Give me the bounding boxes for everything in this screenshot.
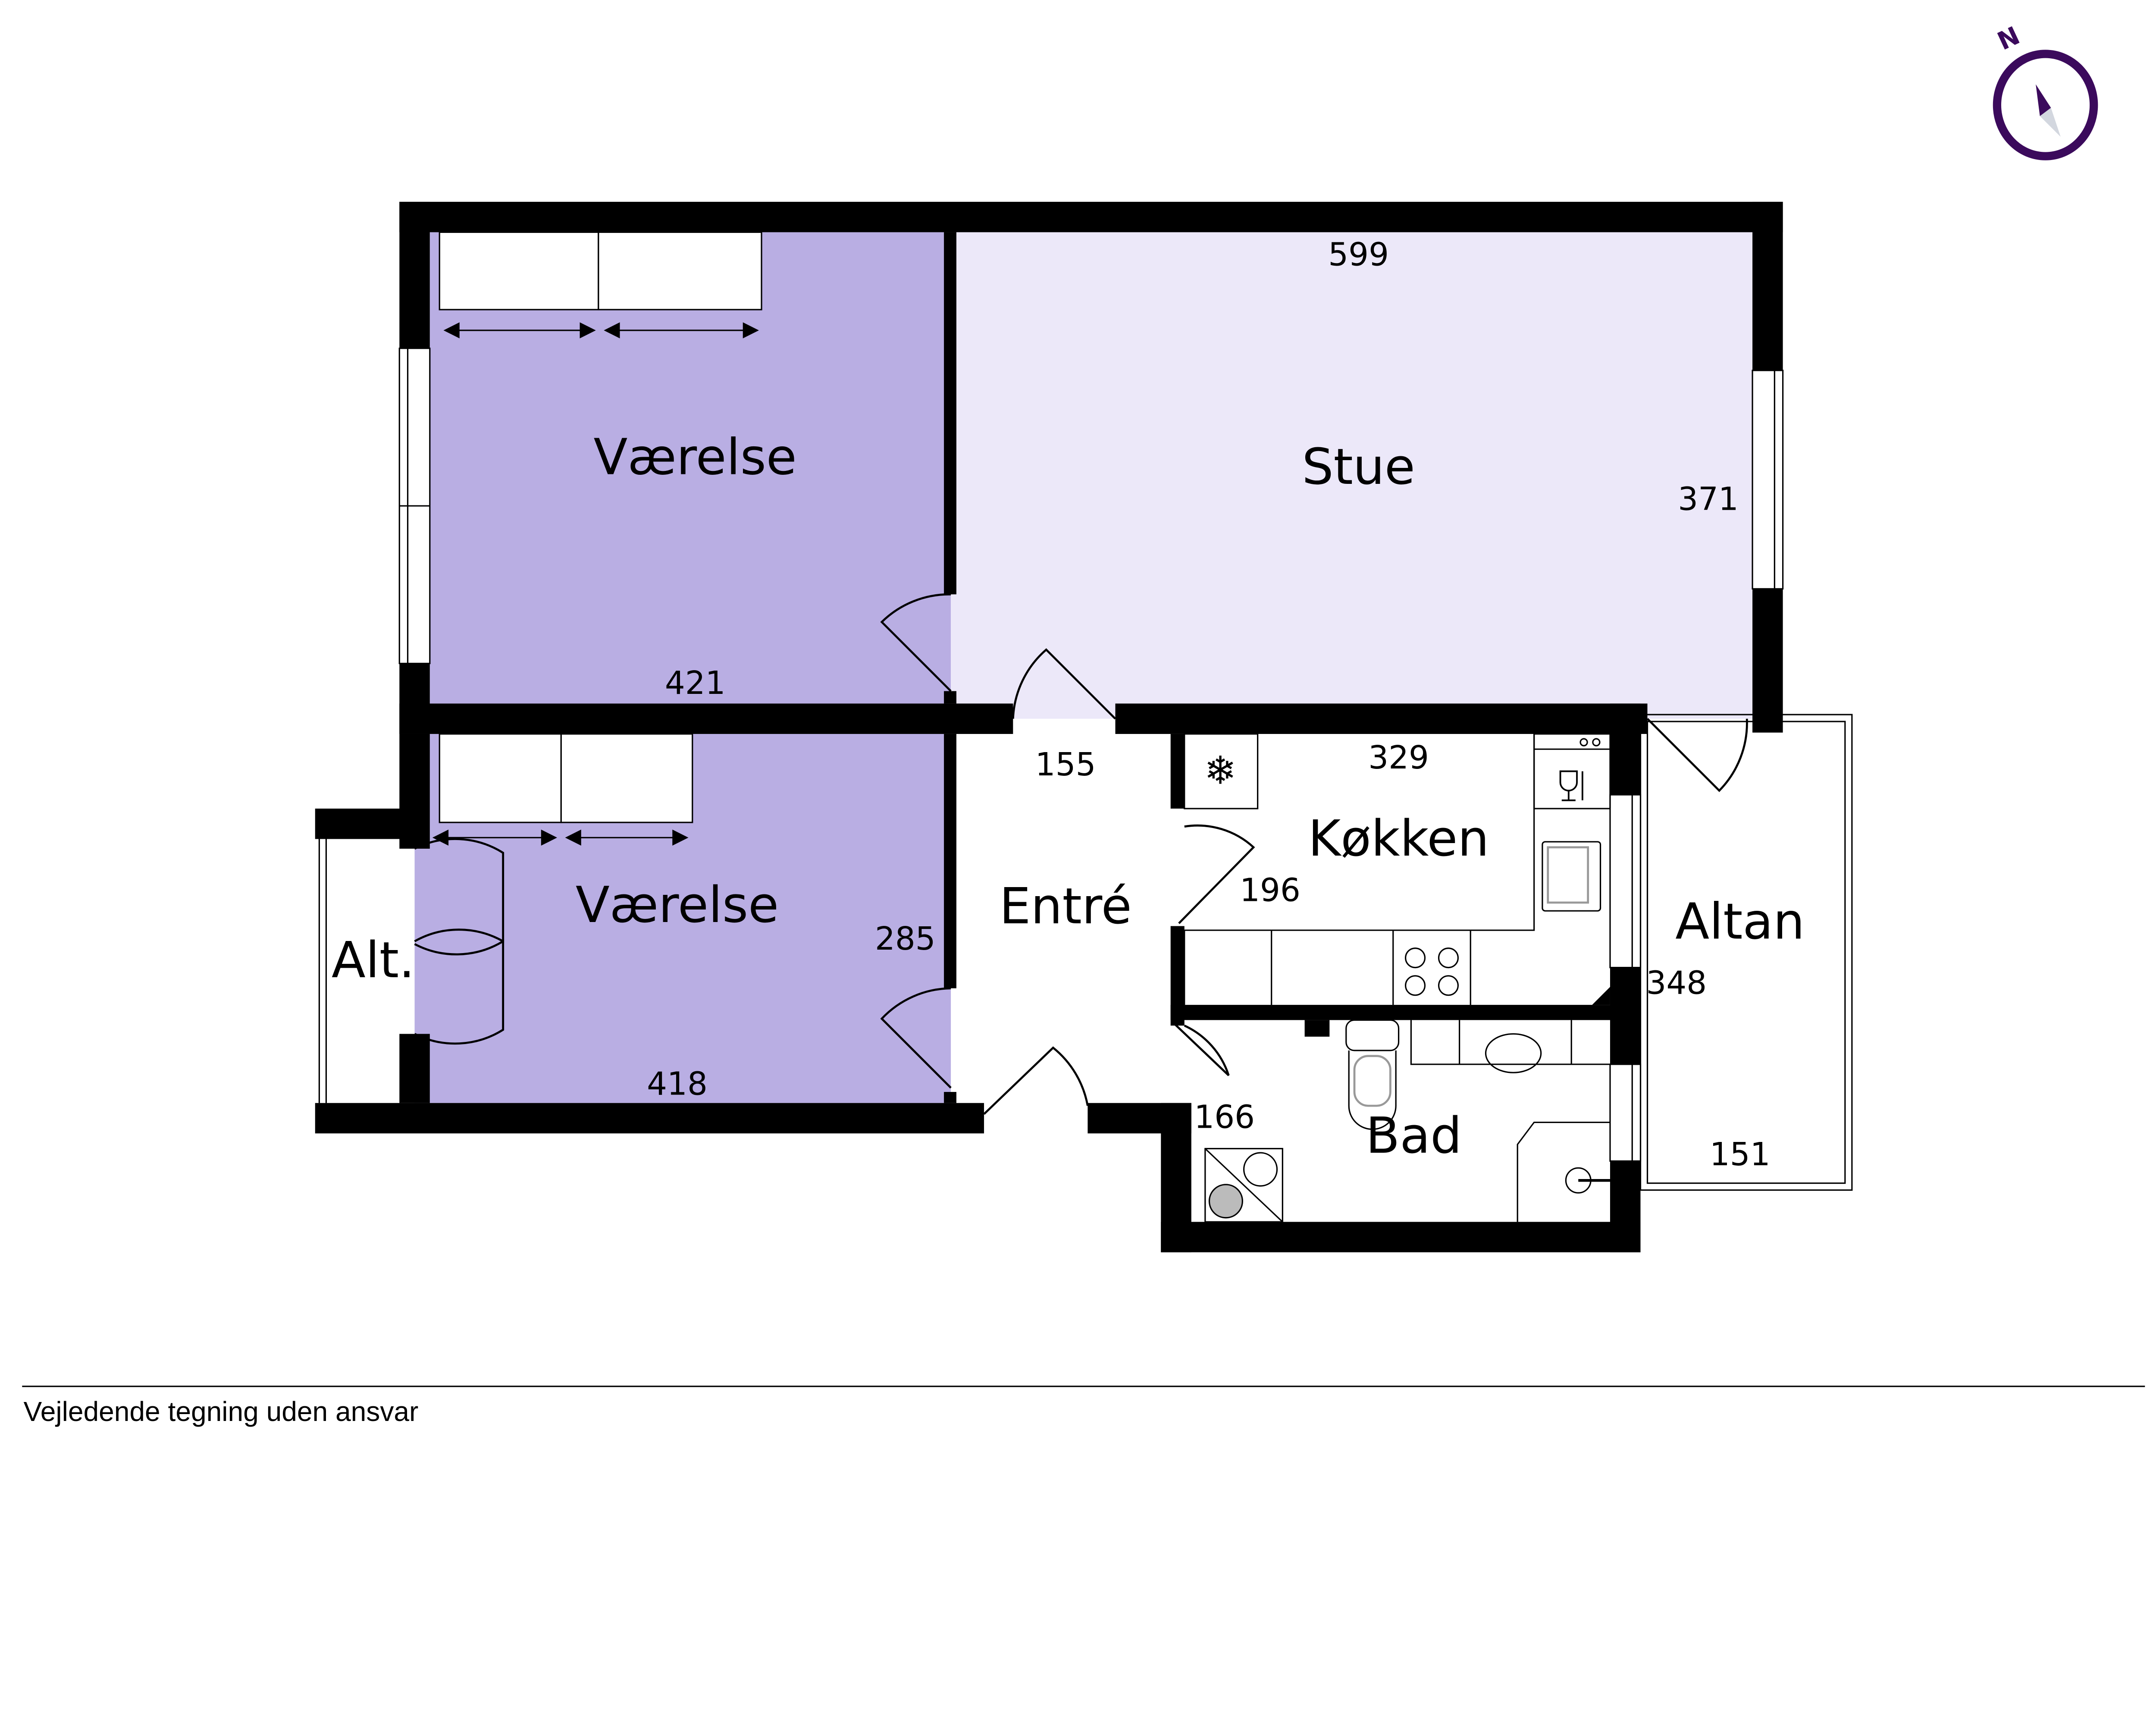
room-label-kitchen: Køkken — [1308, 810, 1489, 868]
dim-bath: 166 — [1194, 1099, 1255, 1135]
room-label-bath: Bad — [1366, 1107, 1462, 1165]
dim-kitchen-width: 329 — [1368, 740, 1429, 776]
freezer-icon: ❄ — [1204, 748, 1237, 793]
wardrobe-top — [439, 231, 762, 339]
room-label-entry: Entré — [1000, 878, 1132, 935]
disclaimer: Vejledende tegning uden ansvar — [23, 1396, 418, 1427]
living-floor — [951, 232, 1753, 719]
floor-plan: ❄ N Værelse 421 Stue 599 371 Værelse 285… — [22, 21, 2145, 1427]
dim-kitchen-height: 196 — [1240, 872, 1300, 909]
walls — [315, 201, 1783, 1252]
dim-living-height: 371 — [1678, 481, 1739, 518]
kitchen-fixtures — [1184, 733, 1611, 1005]
room-label-balcony: Altan — [1675, 893, 1805, 950]
compass-icon: N — [1993, 21, 2098, 160]
wardrobe-bottom — [432, 733, 693, 846]
dim-bedroom-bottom-height: 285 — [875, 921, 936, 957]
dim-bedroom-top: 421 — [665, 665, 726, 702]
dim-balcony-width: 151 — [1710, 1136, 1771, 1173]
room-label-bedroom-top: Værelse — [594, 428, 797, 486]
room-label-bedroom-bottom: Værelse — [576, 876, 779, 934]
compass-north-label: N — [1993, 21, 2024, 56]
windows — [398, 348, 1784, 1162]
bath-fixtures — [1204, 1019, 1610, 1223]
doors — [414, 593, 1748, 1115]
dim-bedroom-bottom-width: 418 — [647, 1066, 708, 1102]
dishwasher-icon — [1559, 770, 1583, 801]
dim-balcony-height: 348 — [1646, 965, 1707, 1001]
bedroom-top-floor — [429, 232, 951, 704]
room-label-alcove: Alt. — [332, 932, 415, 989]
balcony-outline — [1639, 714, 1853, 1191]
dim-living-width: 599 — [1328, 236, 1389, 273]
alcove-outline — [318, 839, 327, 1103]
room-label-living: Stue — [1302, 438, 1415, 496]
dim-entry: 155 — [1035, 746, 1096, 783]
